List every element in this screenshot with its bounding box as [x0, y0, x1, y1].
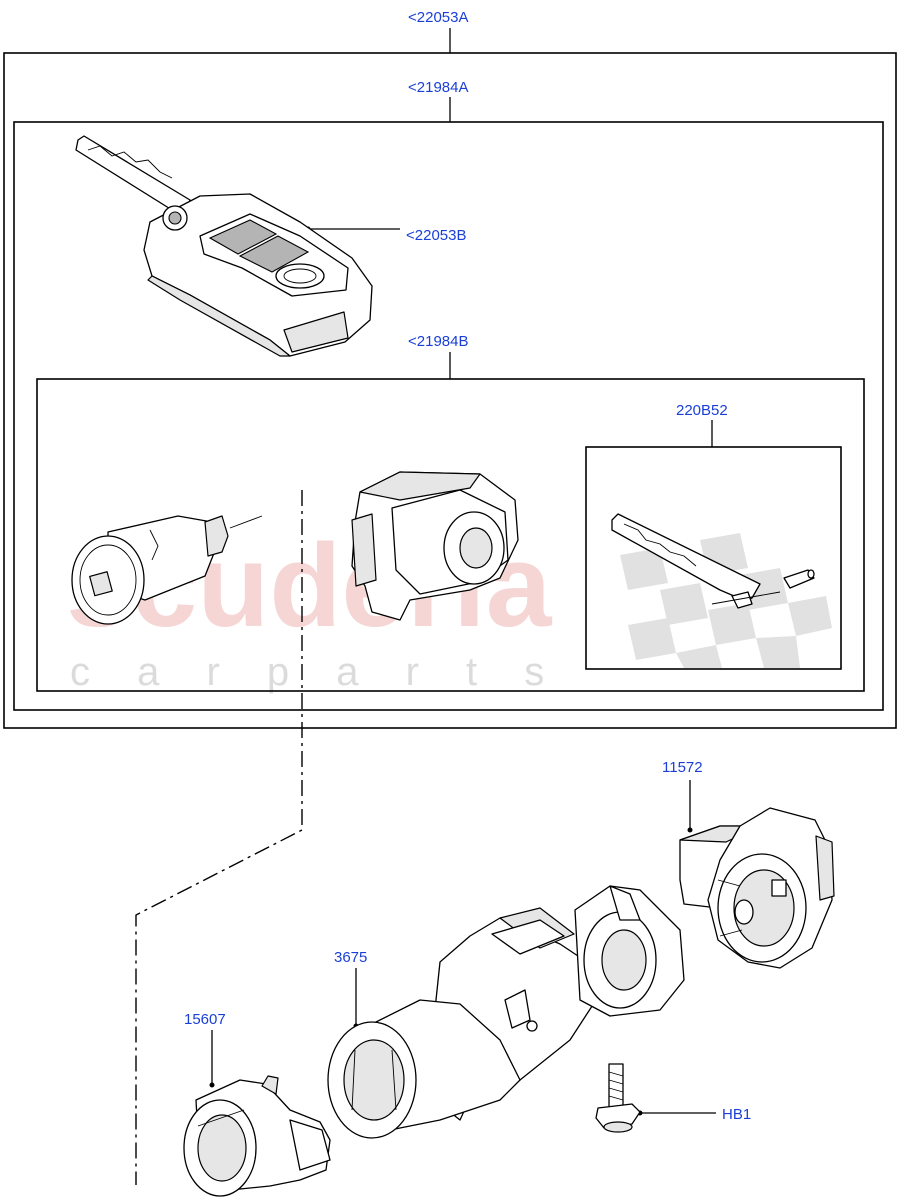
shear-bolt-illustration	[595, 1063, 641, 1133]
key-fob-illustration	[75, 135, 373, 357]
inner-assembly-frame	[13, 121, 884, 711]
emergency-key-frame	[585, 446, 842, 670]
callout-assembly-inner: <21984A	[408, 79, 468, 96]
callout-shear-bolt: HB1	[722, 1106, 751, 1123]
alignment-dashdot-line	[135, 490, 303, 1185]
callout-steering-lock-housing: 3675	[334, 949, 367, 966]
callout-ignition-switch: 11572	[662, 759, 703, 776]
callout-emergency-key: 220B52	[676, 402, 728, 419]
ignition-switch-illustration	[679, 807, 835, 969]
lock-cylinder-illustration	[71, 515, 263, 625]
transponder-coil-illustration	[183, 1075, 331, 1197]
callout-key-fob: <22053B	[406, 227, 466, 244]
emergency-key-illustration	[611, 513, 815, 609]
lock-housing-illustration	[351, 471, 519, 621]
callout-transponder-coil: 15607	[184, 1011, 226, 1028]
steering-lock-housing-illustration	[327, 885, 685, 1139]
callout-assembly-outer: <22053A	[408, 9, 468, 26]
leader-ignition-switch-dot	[687, 827, 693, 833]
callout-lock-set: <21984B	[408, 333, 468, 350]
watermark-checker-flag	[620, 533, 832, 668]
leader-transponder-coil-dot	[209, 1082, 215, 1088]
watermark-tagline: c a r p a r t s	[70, 650, 562, 694]
